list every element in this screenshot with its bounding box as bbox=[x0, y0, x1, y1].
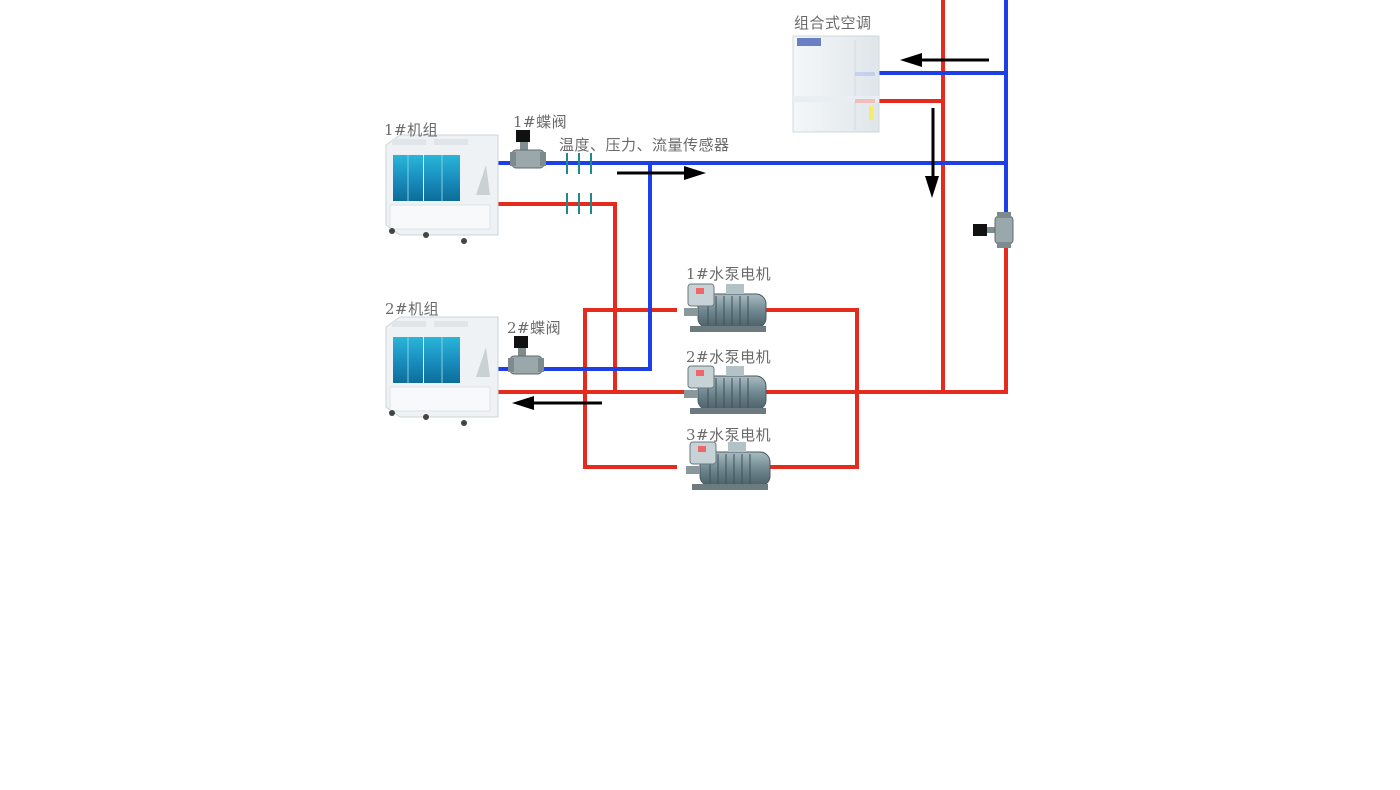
return-pipe-unit1 bbox=[495, 202, 617, 394]
butterfly-valve-2-icon bbox=[508, 336, 544, 375]
pump-loop-right bbox=[765, 308, 859, 469]
pump1-label: 1#水泵电机 bbox=[686, 265, 772, 283]
pump-loop-left bbox=[583, 308, 677, 469]
flow-arrows bbox=[512, 53, 989, 410]
valve2-label: 2#蝶阀 bbox=[507, 319, 562, 337]
arrow-right-icon bbox=[617, 166, 706, 180]
pump-motor-2-icon bbox=[684, 365, 767, 414]
pump3-label: 3#水泵电机 bbox=[686, 426, 772, 444]
arrow-down-icon bbox=[925, 108, 939, 198]
arrow-left-icon bbox=[900, 53, 989, 67]
butterfly-valve-riser-icon bbox=[973, 212, 1014, 248]
pump-motor-3-icon bbox=[686, 441, 771, 490]
return-pipes bbox=[495, 0, 1008, 469]
pump-motor-1-icon bbox=[684, 283, 767, 332]
valve1-label: 1#蝶阀 bbox=[513, 113, 568, 131]
sensors bbox=[566, 153, 592, 214]
return-pipe-header bbox=[495, 240, 1008, 394]
supply-pipe-unit2 bbox=[495, 161, 652, 371]
sensors-label: 温度、压力、流量传感器 bbox=[559, 136, 730, 154]
ahu-label: 组合式空调 bbox=[794, 14, 872, 32]
arrow-left-icon bbox=[512, 396, 602, 410]
chiller-unit-1-icon bbox=[385, 134, 499, 244]
supply-pipes bbox=[495, 0, 1008, 371]
unit1-label: 1#机组 bbox=[384, 121, 439, 139]
unit2-label: 2#机组 bbox=[385, 300, 440, 318]
pump2-label: 2#水泵电机 bbox=[686, 348, 772, 366]
butterfly-valve-1-icon bbox=[510, 130, 546, 169]
chiller-unit-2-icon bbox=[385, 316, 499, 426]
air-handling-unit-icon bbox=[792, 35, 880, 133]
